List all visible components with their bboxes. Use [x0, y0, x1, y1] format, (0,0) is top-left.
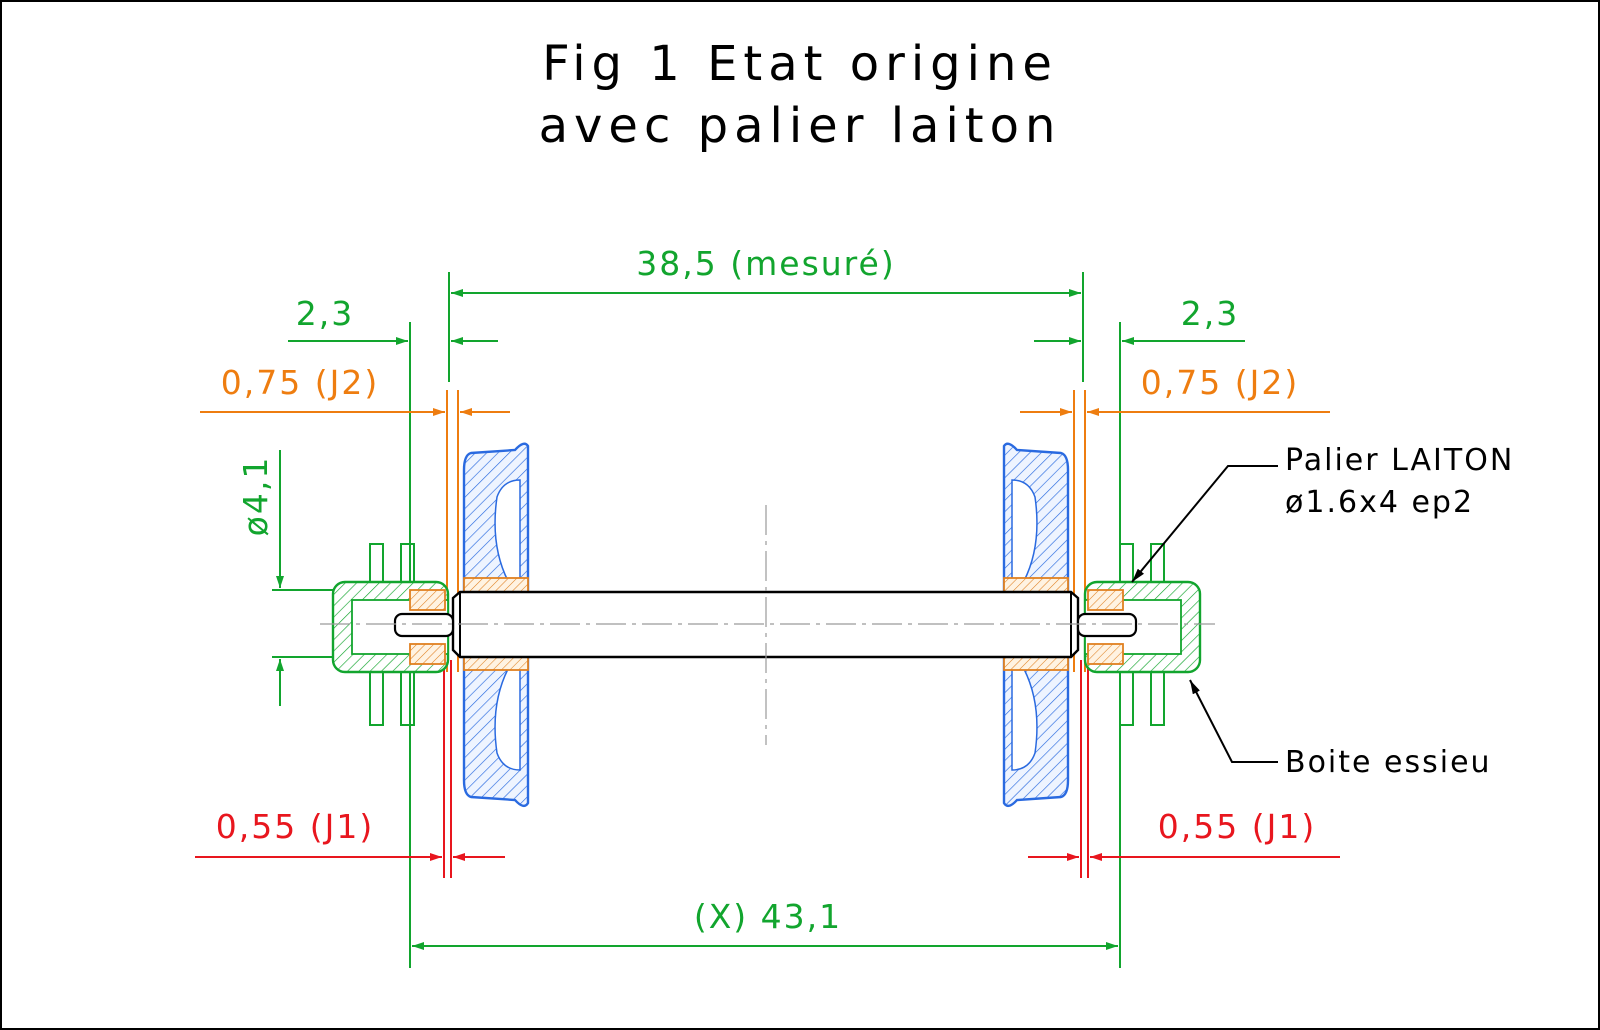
bearing-label-line2: ø1.6x4 ep2	[1285, 485, 1474, 520]
figure-title-line1: Fig 1 Etat origine	[542, 36, 1058, 92]
dim-right-offset: 2,3	[1181, 294, 1239, 333]
left-axle-box	[331, 543, 450, 726]
right-wheel	[1002, 442, 1070, 808]
axlebox-label: Boite essieu	[1285, 745, 1492, 780]
bearing-label-line1: Palier LAITON	[1285, 443, 1514, 478]
left-wheel	[462, 442, 530, 808]
dim-left-j1: 0,55 (J1)	[216, 807, 374, 846]
dimension-lines-green	[272, 272, 1245, 968]
dim-left-j2: 0,75 (J2)	[221, 363, 379, 402]
dim-right-j2: 0,75 (J2)	[1141, 363, 1299, 402]
bearing-leader	[1131, 465, 1278, 583]
dim-overall: (X) 43,1	[694, 897, 842, 936]
dimension-lines-j1	[195, 660, 1340, 878]
figure-title-line2: avec palier laiton	[539, 98, 1062, 154]
axlebox-leader	[1189, 679, 1278, 763]
dim-diameter: ø4,1	[236, 456, 275, 537]
dim-left-offset: 2,3	[296, 294, 354, 333]
dim-right-j1: 0,55 (J1)	[1158, 807, 1316, 846]
dim-inner-gap: 38,5 (mesuré)	[636, 244, 895, 283]
